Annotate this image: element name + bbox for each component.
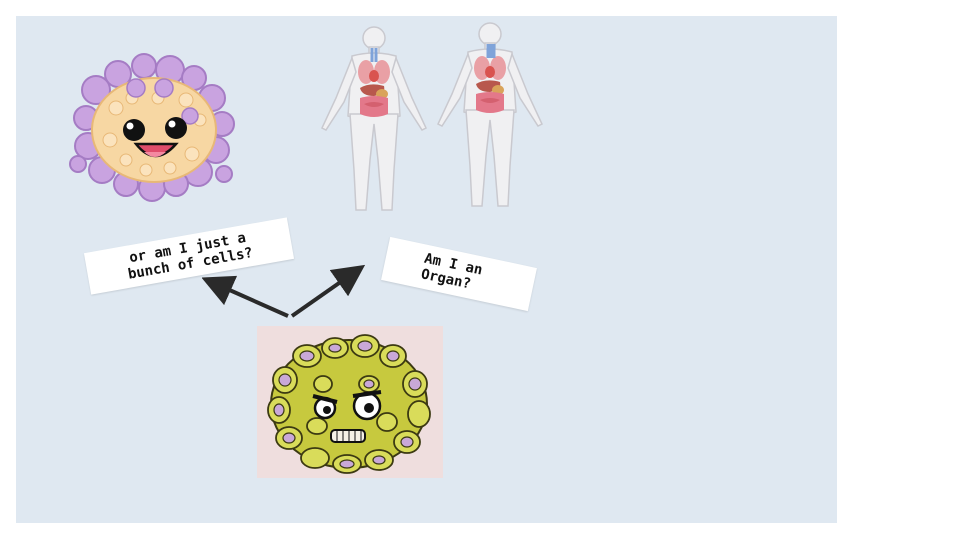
human-body-organs-icon — [321, 21, 544, 211]
slide-canvas: or am I just a bunch of cells? Am I an O… — [16, 16, 837, 523]
angry-cell-cluster-icon — [257, 326, 443, 478]
organ-question-label: Am I an Organ? — [381, 236, 537, 312]
arrow-icon — [202, 264, 366, 318]
happy-cell-cluster-icon — [69, 53, 235, 202]
